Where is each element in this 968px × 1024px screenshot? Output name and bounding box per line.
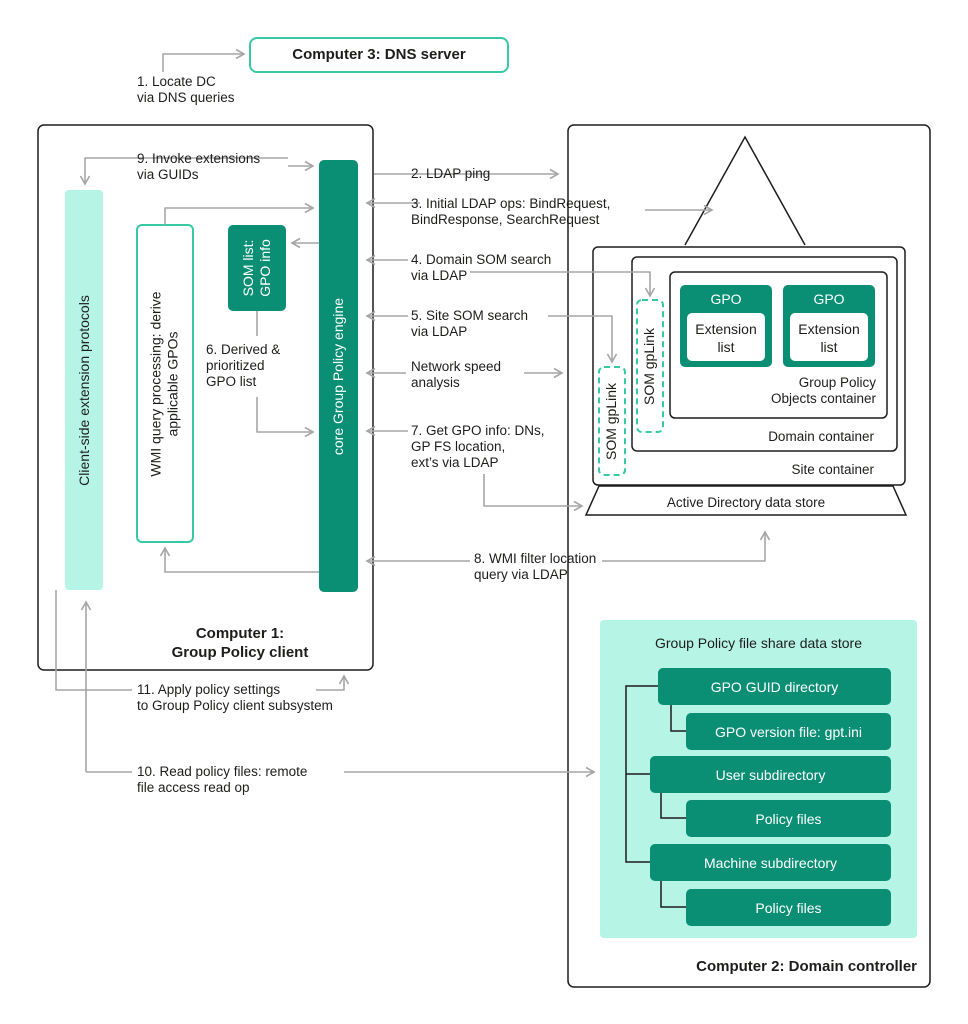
engine-label: core Group Policy engine (330, 297, 347, 455)
step-5-label: 5. Site SOM search via LDAP (411, 308, 529, 339)
arrow-step-11 (55, 590, 132, 691)
domain-controller-title: Computer 2: Domain controller (696, 958, 917, 975)
arrow-engine-to-wmi (159, 546, 319, 573)
arrow-step-5-out (548, 315, 618, 364)
arrow-wmi-to-engine (164, 202, 315, 225)
arrow-step-11-right (316, 674, 350, 691)
step-1-label: 1. Locate DC via DNS queries (137, 74, 235, 105)
som-list-box (228, 225, 286, 311)
client-computer-title: Computer 1: Group Policy client (171, 625, 309, 661)
fs-item-3: Policy files (755, 811, 822, 827)
domain-container-label: Domain container (768, 429, 874, 444)
step-4-label: 4. Domain SOM search via LDAP (411, 252, 552, 283)
gpo-container-label: Group Policy Objects container (770, 375, 876, 406)
client-computer-box (37, 124, 374, 671)
network-speed-label: Network speed analysis (411, 359, 502, 390)
engine-column (319, 160, 358, 592)
som-gplink-site-box (598, 366, 626, 476)
arrow-step-1 (162, 48, 246, 72)
step-11-label: 11. Apply policy settings to Group Polic… (137, 682, 333, 713)
arrow-step-8-out (602, 530, 771, 562)
ad-store-label: Active Directory data store (666, 495, 826, 510)
gpo-2-title: GPO (813, 291, 845, 307)
arrow-step-7-out (483, 474, 584, 512)
fs-item-0: GPO GUID directory (710, 679, 839, 695)
ad-triangle (684, 135, 806, 246)
fs-item-1: GPO version file: gpt.ini (714, 724, 863, 740)
gpo-1-title: GPO (710, 291, 742, 307)
fs-box-5 (686, 889, 891, 926)
fs-box-4 (650, 844, 891, 881)
dns-server-box (249, 37, 509, 73)
step-7-label: 7. Get GPO info: DNs, GP FS location, ex… (411, 423, 545, 470)
arrow-step-6-bottom (256, 397, 315, 438)
step-2-label: 2. LDAP ping (411, 166, 491, 181)
step-3-label: 3. Initial LDAP ops: BindRequest, BindRe… (411, 196, 611, 227)
gpo-2-extension-list: Extension list (798, 321, 860, 355)
step-6-label: 6. Derived & prioritized GPO list (206, 342, 281, 389)
arrow-step-9-left (79, 157, 288, 186)
site-container-label: Site container (791, 462, 874, 477)
fs-item-2: User subdirectory (715, 767, 826, 783)
som-gplink-domain-label: SOM gpLink (641, 327, 658, 405)
step-9-label: 9. Invoke extensions via GUIDs (137, 151, 261, 182)
som-gplink-domain-box (636, 299, 664, 433)
wmi-label: WMI query processing: derive applicable … (148, 290, 181, 477)
fs-box-0 (658, 668, 891, 705)
fs-box-3 (686, 800, 891, 837)
arrow-step-4-out (470, 271, 656, 298)
cse-label: Client-side extension protocols (75, 294, 92, 486)
fileshare-title: Group Policy file share data store (655, 635, 862, 651)
fs-box-1 (686, 713, 891, 750)
som-list-label: SOM list: GPO info (240, 239, 273, 297)
fs-box-2 (650, 756, 891, 793)
fs-item-4: Machine subdirectory (703, 855, 838, 871)
fs-item-5: Policy files (755, 900, 822, 916)
step-10-label: 10. Read policy files: remote file acces… (137, 764, 308, 795)
step-8-label: 8. WMI filter location query via LDAP (474, 551, 597, 582)
som-gplink-site-label: SOM gpLink (603, 382, 620, 460)
cse-column (65, 190, 103, 590)
dns-server-title: Computer 3: DNS server (292, 46, 466, 63)
gpo-1-extension-list: Extension list (695, 321, 757, 355)
ad-store-base (584, 485, 908, 516)
domain-controller-box (567, 124, 931, 988)
